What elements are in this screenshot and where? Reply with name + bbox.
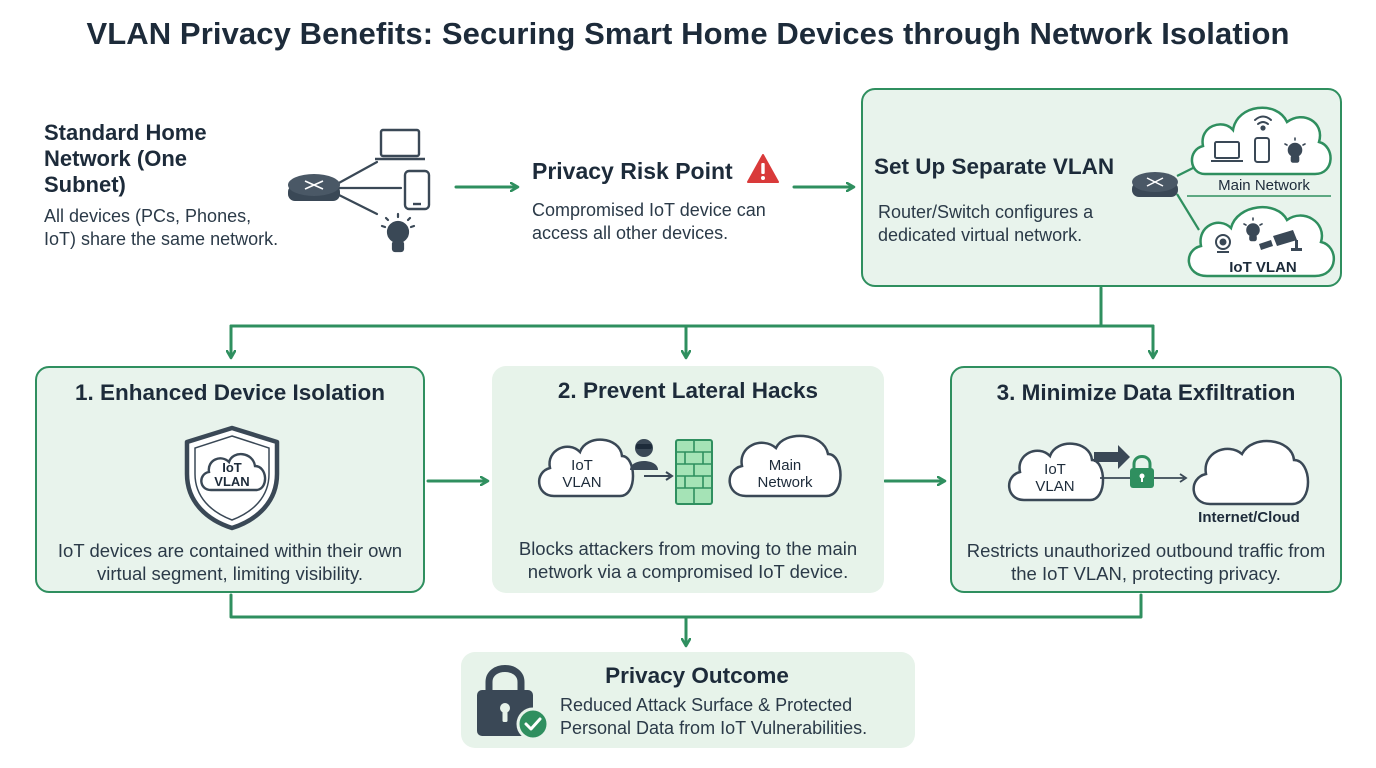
svg-text:IoT: IoT — [1044, 461, 1066, 478]
laptop-icon — [375, 128, 425, 161]
main-network-label: Main Network — [1218, 177, 1310, 194]
iot-vlan-cloud — [1008, 442, 1105, 502]
lightbulb-icon — [1284, 137, 1306, 163]
svg-text:Internet/Cloud: Internet/Cloud — [1198, 509, 1300, 526]
main-network-cloud — [728, 434, 842, 498]
shield-icon: IoT VLAN — [184, 425, 280, 531]
laptop-icon — [1211, 141, 1243, 162]
vlan-setup-heading: Set Up Separate VLAN — [874, 154, 1115, 179]
security-camera-icon-2 — [1259, 240, 1273, 250]
benefit-card-lateral: 2. Prevent Lateral Hacks IoT VLAN — [492, 366, 884, 593]
outbound-arrow-icon — [1094, 445, 1130, 469]
warning-icon — [747, 154, 779, 183]
phone-icon — [403, 169, 431, 211]
hacker-icon — [630, 439, 658, 470]
svg-text:Main: Main — [769, 457, 802, 474]
wifi-icon — [1254, 115, 1272, 131]
standard-network-heading: Standard Home Network (One Subnet) — [44, 120, 207, 197]
iot-vlan-cloud — [538, 438, 635, 498]
vlan-setup-diagram: Main Network IoT VLAN — [1132, 106, 1336, 278]
privacy-outcome-panel: Privacy Outcome Reduced Attack Surface &… — [461, 652, 915, 748]
firewall-icon — [675, 439, 713, 505]
iot-vlan-cloud — [1187, 206, 1336, 278]
cloud-icon — [200, 453, 267, 492]
svg-text:IoT: IoT — [571, 457, 593, 474]
benefit-card-isolation: 1. Enhanced Device Isolation IoT VLAN Io… — [35, 366, 425, 593]
benefit-description: IoT devices are contained within their o… — [57, 540, 403, 584]
standard-network-description: All devices (PCs, Phones, IoT) share the… — [44, 206, 279, 249]
benefit-description: Blocks attackers from moving to the main… — [518, 538, 858, 582]
benefit-card-exfiltration: 3. Minimize Data Exfiltration IoT VLAN I… — [950, 366, 1342, 593]
benefit-title: 2. Prevent Lateral Hacks — [557, 378, 819, 403]
exfiltration-diagram: IoT VLAN Internet/Cloud — [1008, 439, 1310, 526]
lock-check-icon — [477, 665, 550, 741]
risk-heading: Privacy Risk Point — [532, 158, 733, 184]
benefit-title: 3. Minimize Data Exfiltration — [996, 380, 1296, 405]
risk-description: Compromised IoT device can access all ot… — [532, 200, 766, 243]
iot-vlan-label: IoT VLAN — [1229, 259, 1297, 276]
router-icon — [288, 174, 340, 201]
privacy-outcome-heading: Privacy Outcome — [605, 663, 789, 688]
router-icon — [1132, 172, 1178, 197]
benefit-title: 1. Enhanced Device Isolation — [74, 380, 386, 405]
connector-collection — [229, 593, 1143, 619]
privacy-outcome-description: Reduced Attack Surface & Protected Perso… — [560, 695, 868, 738]
internet-cloud — [1192, 439, 1310, 506]
lateral-hack-diagram: IoT VLAN — [538, 434, 842, 505]
svg-text:VLAN: VLAN — [562, 474, 601, 491]
standard-network-icon — [288, 128, 431, 253]
svg-text:VLAN: VLAN — [1035, 478, 1074, 495]
svg-text:IoT: IoT — [222, 460, 242, 475]
vlan-setup-description: Router/Switch configures a dedicated vir… — [878, 202, 1094, 245]
lock-icon — [1130, 455, 1154, 488]
svg-text:VLAN: VLAN — [214, 474, 249, 489]
vlan-setup-panel: Set Up Separate VLAN Router/Switch confi… — [861, 88, 1342, 287]
security-camera-icon — [1273, 230, 1302, 251]
lightbulb-icon — [380, 212, 416, 253]
lightbulb-icon — [1243, 217, 1263, 242]
benefit-description: Restricts unauthorized outbound traffic … — [966, 540, 1326, 584]
svg-text:Network: Network — [757, 474, 813, 491]
phone-icon — [1254, 137, 1270, 163]
page-title: VLAN Privacy Benefits: Securing Smart Ho… — [86, 16, 1290, 51]
webcam-icon — [1215, 234, 1231, 253]
